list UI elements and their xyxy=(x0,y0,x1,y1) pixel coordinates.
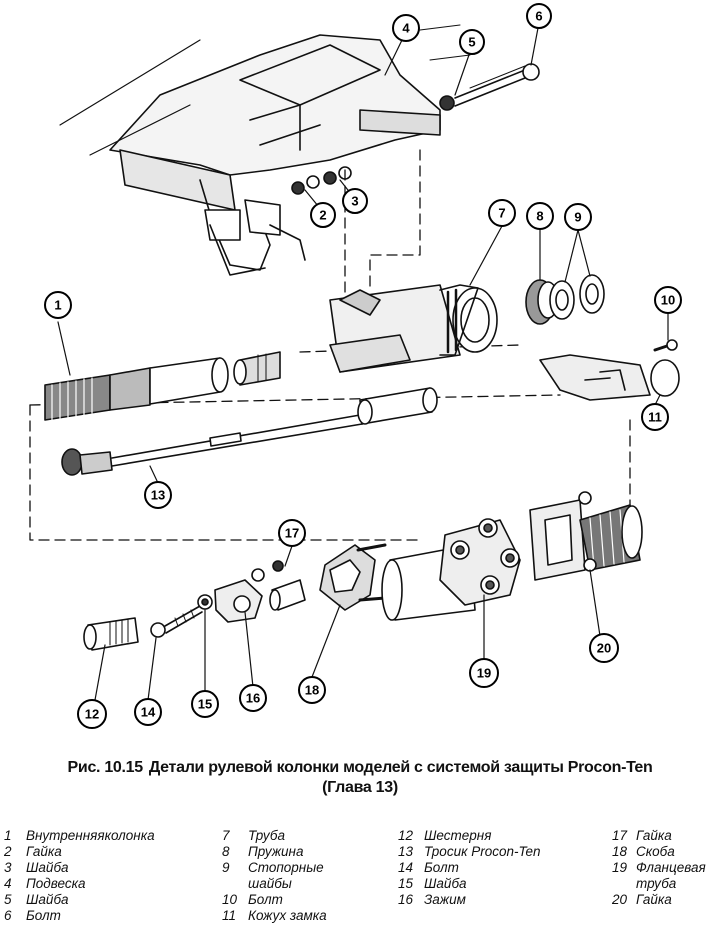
callout-6: 6 xyxy=(526,3,552,29)
caption-text: Детали рулевой колонки моделей с системо… xyxy=(148,759,653,776)
svg-text:14: 14 xyxy=(141,705,156,720)
svg-text:16: 16 xyxy=(246,691,260,706)
callout-18: 18 xyxy=(298,676,326,704)
inner-column-part xyxy=(44,351,281,421)
pinion-bolt xyxy=(83,605,203,651)
svg-text:15: 15 xyxy=(198,697,212,712)
u-bracket xyxy=(319,543,387,611)
nut-washer-set xyxy=(291,166,352,195)
svg-text:12: 12 xyxy=(85,707,99,722)
callout-5: 5 xyxy=(459,29,485,55)
flange-bellows xyxy=(529,491,643,581)
svg-text:4: 4 xyxy=(402,21,410,36)
exploded-diagram: 1 2 3 4 5 6 7 8 9 10 11 12 13 14 15 16 1… xyxy=(29,3,682,729)
svg-text:20: 20 xyxy=(597,641,611,656)
bolt-washer-set xyxy=(439,63,540,111)
bracket-part xyxy=(59,24,471,276)
svg-text:6: 6 xyxy=(535,9,542,24)
callout-19: 19 xyxy=(469,658,499,688)
svg-text:8: 8 xyxy=(536,209,543,224)
svg-text:11: 11 xyxy=(648,410,662,425)
svg-text:5: 5 xyxy=(468,35,475,50)
callout-2: 2 xyxy=(310,202,336,228)
callout-14: 14 xyxy=(134,698,162,726)
svg-text:13: 13 xyxy=(151,488,165,503)
callout-1: 1 xyxy=(44,291,72,319)
lock-housing xyxy=(539,339,680,401)
callout-13: 13 xyxy=(144,481,172,509)
callout-4: 4 xyxy=(392,14,420,42)
callout-17: 17 xyxy=(278,519,306,547)
procon-cable xyxy=(61,387,438,476)
callout-20: 20 xyxy=(589,633,619,663)
callout-8: 8 xyxy=(526,202,554,230)
caption-subtext: (Глава 13) xyxy=(322,779,398,796)
flange-tube xyxy=(381,518,521,621)
svg-text:18: 18 xyxy=(305,683,319,698)
callout-11: 11 xyxy=(641,403,669,431)
svg-text:19: 19 xyxy=(477,666,491,681)
svg-text:17: 17 xyxy=(285,526,299,541)
callout-3: 3 xyxy=(342,188,368,214)
svg-text:3: 3 xyxy=(351,194,358,209)
callout-12: 12 xyxy=(77,699,107,729)
svg-text:2: 2 xyxy=(319,208,326,223)
spring-washers xyxy=(525,274,605,325)
svg-text:7: 7 xyxy=(498,206,505,221)
tube-part xyxy=(329,284,498,373)
svg-text:10: 10 xyxy=(661,293,675,308)
callout-7: 7 xyxy=(488,199,516,227)
svg-text:9: 9 xyxy=(574,210,581,225)
callout-10: 10 xyxy=(654,286,682,314)
callout-16: 16 xyxy=(239,684,267,712)
callout-9: 9 xyxy=(564,203,592,231)
callout-15: 15 xyxy=(191,690,219,718)
clamp-assembly xyxy=(197,560,306,623)
figure-number: Рис. 10.15 xyxy=(67,759,144,776)
svg-text:1: 1 xyxy=(54,298,61,313)
